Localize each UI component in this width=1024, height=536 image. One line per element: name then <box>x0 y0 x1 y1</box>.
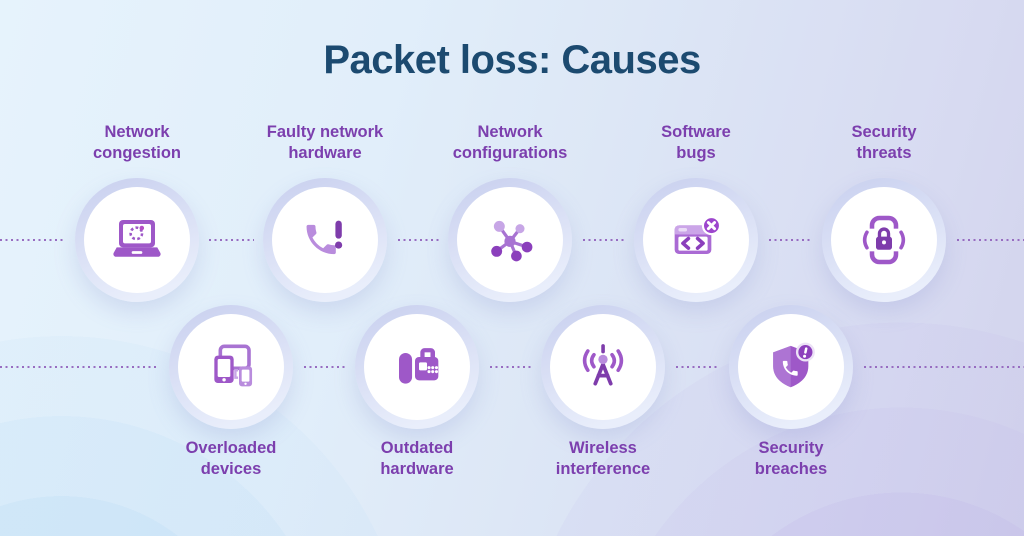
dotted-connector <box>490 366 532 368</box>
cause-item-outdated-hardware: Outdated hardware <box>317 305 517 480</box>
dotted-connector <box>0 239 64 241</box>
dotted-connector <box>583 239 625 241</box>
cause-item-security-threats: Security threats <box>784 122 984 302</box>
phone-error-icon <box>306 220 343 255</box>
code-window-error-icon <box>674 215 722 254</box>
dotted-connector <box>398 239 439 241</box>
cause-circle <box>263 178 387 302</box>
cause-item-network-configurations: Network configurations <box>410 122 610 302</box>
cause-label: Network congestion <box>92 123 181 162</box>
cause-label: Security breaches <box>754 439 828 478</box>
network-nodes-icon <box>491 220 533 262</box>
cause-item-faulty-network-hardware: Faulty network hardware <box>225 122 425 302</box>
fax-machine-icon <box>399 348 439 384</box>
cause-label: Overloaded devices <box>185 439 277 478</box>
laptop-loading-icon <box>113 220 161 257</box>
cause-item-overloaded-devices: Overloaded devices <box>131 305 331 480</box>
cause-label: Wireless interference <box>555 439 651 478</box>
cause-circle <box>169 305 293 429</box>
cause-label: Network configurations <box>452 123 568 162</box>
shield-phone-icon <box>773 342 815 388</box>
dotted-connector <box>957 239 1024 241</box>
dotted-connector <box>676 366 720 368</box>
cause-label: Outdated hardware <box>380 439 454 478</box>
cause-circle <box>729 305 853 429</box>
cause-item-wireless-interference: Wireless interference <box>503 305 703 480</box>
antenna-icon <box>582 344 624 386</box>
dotted-connector <box>209 239 254 241</box>
cause-circle <box>355 305 479 429</box>
devices-icon <box>214 344 253 387</box>
phone-lock-icon <box>862 215 906 265</box>
cause-item-network-congestion: Network congestion <box>37 122 237 302</box>
cause-circle <box>541 305 665 429</box>
cause-label: Software bugs <box>661 123 731 162</box>
cause-item-security-breaches: Security breaches <box>691 305 891 480</box>
cause-label: Security threats <box>851 123 917 162</box>
cause-item-software-bugs: Software bugs <box>596 122 796 302</box>
dotted-connector <box>0 366 158 368</box>
dotted-connector <box>864 366 1024 368</box>
cause-circle <box>75 178 199 302</box>
dotted-connector <box>769 239 813 241</box>
cause-label: Faulty network hardware <box>266 123 384 162</box>
page-title: Packet loss: Causes <box>323 38 701 82</box>
cause-circle <box>822 178 946 302</box>
cause-circle <box>448 178 572 302</box>
dotted-connector <box>304 366 346 368</box>
cause-circle <box>634 178 758 302</box>
